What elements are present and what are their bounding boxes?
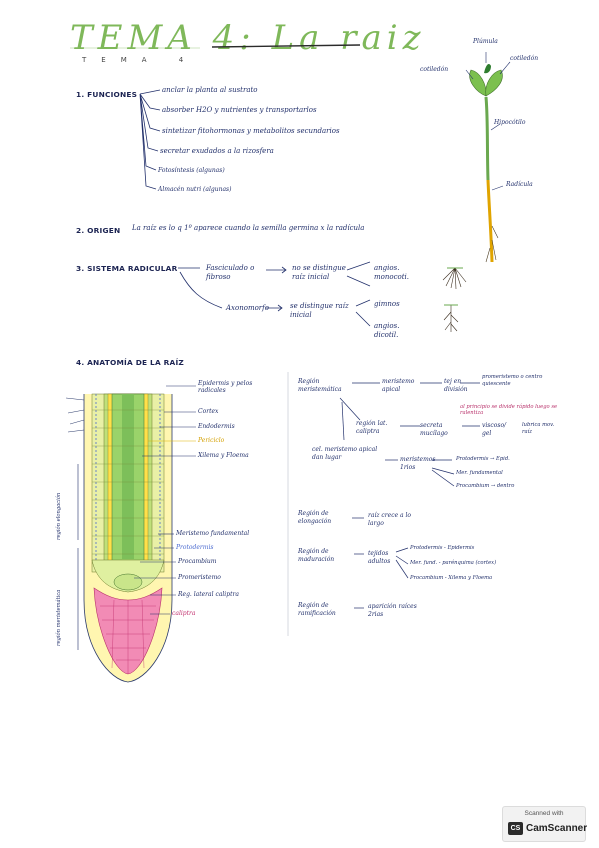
maduracion-epidermis: Protodermis - Epidermis [410,545,475,551]
funciones-brackets [139,89,161,190]
radicula-label: Radícula [506,181,533,188]
meristemo-apical: meristemo apical [382,378,415,393]
cotiledon-right-label: cotiledón [510,55,539,62]
mer-fund-flow: Mer. fundamental [456,470,503,476]
maduracion-xilema: Procambium - Xilema y Floema [410,575,493,581]
plumula-label: Plúmula [473,38,498,45]
angios-dicot-label: angios. dicotil. [374,322,400,339]
division-note: al principio se divide rápido luego se r… [460,404,558,416]
elongacion-side-label: región elongación [56,492,62,540]
fibrous-root-sketch [442,267,467,290]
region-arrows [339,382,480,609]
xilema-label: Xilema y Floema [198,452,249,459]
axonomorfo-label: Axonomorfo [226,304,269,312]
gimnos-label: gimnos [374,300,400,308]
viscoso-gel: viscoso/ gel [482,422,507,437]
root-anatomy-diagram [65,393,173,683]
funciones-heading: 1. FUNCIONES [76,90,138,99]
hipocotilo-label: Hipocótilo [494,119,526,126]
caliptra-label: caliptra [172,610,196,617]
scanner-badge: Scanned with CS CamScanner [502,806,588,842]
page-title: TEMA 4: La raiz [70,18,426,58]
funcion-item: absorber H2O y nutrientes y transportarl… [162,106,317,114]
seedling-drawing [465,52,511,263]
sistema-arrows [178,261,371,327]
scanner-top-text: Scanned with [524,810,564,817]
region-meristematica: Región meristemática [298,378,342,393]
anatomy-pointers [134,385,196,615]
epidermis-label: Epidermis y pelos radicales [198,380,253,394]
endodermis-label: Endodermis [198,423,235,430]
origen-text: La raíz es lo q 1º aparece cuando la sem… [132,224,365,232]
tejidos-adultos: tejidos adultos [368,550,391,565]
funcion-item: Almacén nutri (algunas) [158,186,232,193]
procambium-flow: Procambium → dentro [456,483,515,489]
anatomia-heading: 4. ANATOMÍA DE LA RAÍZ [76,358,184,367]
camscanner-logo-icon: CS [508,822,523,835]
funcion-item: Fotosíntesis (algunas) [158,167,225,174]
maduracion-cortex: Mer. fund. - parénquima (cortex) [410,560,497,566]
meristematica-side-label: región meristemática [56,589,62,646]
en-division: tej en división [444,378,468,393]
cotiledon-left-label: cotiledón [420,66,449,73]
si-distingue-label: se distingue raíz inicial [290,302,349,319]
page-subtitle: TEMA 4 [82,56,199,64]
promeristemo-label: Promeristemo [178,574,221,581]
secreta-mucilago: secreta mucílago [420,422,448,437]
title-strike [211,44,361,48]
scanner-name: CamScanner [526,823,588,834]
sistema-heading: 3. SISTEMA RADICULAR [76,264,178,273]
no-distingue-label: no se distingue raíz inicial [292,264,346,281]
angios-mono-label: angios. monocoti. [374,264,409,281]
funcion-item: secretar exudados a la rizosfera [160,147,274,155]
reg-lateral-label: Reg. lateral caliptra [178,591,239,598]
procambium-label: Procambium [178,558,217,565]
promeristemo-note: promeristemo o centro quiescente [482,374,543,387]
meristemos-1rios: meristemos 1rios [400,456,436,471]
region-maduracion: Región de maduración [298,548,335,563]
origen-heading: 2. ORIGEN [76,226,121,235]
periciclo-label: Periciclo [198,437,225,444]
raiz-crece: raíz crece a lo largo [368,512,412,527]
funcion-item: anclar la planta al sustrato [162,86,258,94]
region-ramificacion: Región de ramificación [298,602,336,617]
fasciculado-label: Fasciculado o fibroso [206,264,255,281]
cel-meristemo: cel. meristemo apical dan lugar [312,446,378,461]
region-elongacion: Región de elongación [298,510,332,525]
funcion-item: sintetizar fitohormonas y metabolitos se… [162,127,340,135]
meristemo-fund-label: Meristemo fundamental [176,530,250,537]
cortex-label: Cortex [198,408,219,415]
protodermis-label: Protodermis [176,544,214,551]
protodermis-flow: Protodermis → Epid. [456,456,510,462]
lubrica-mov: lubrica mov. raíz [522,422,555,435]
reg-lat-caliptra: región lat. caliptra [356,420,388,435]
aparicion-raices: aparición raíces 2rias [368,603,417,618]
taproot-sketch [443,304,459,332]
